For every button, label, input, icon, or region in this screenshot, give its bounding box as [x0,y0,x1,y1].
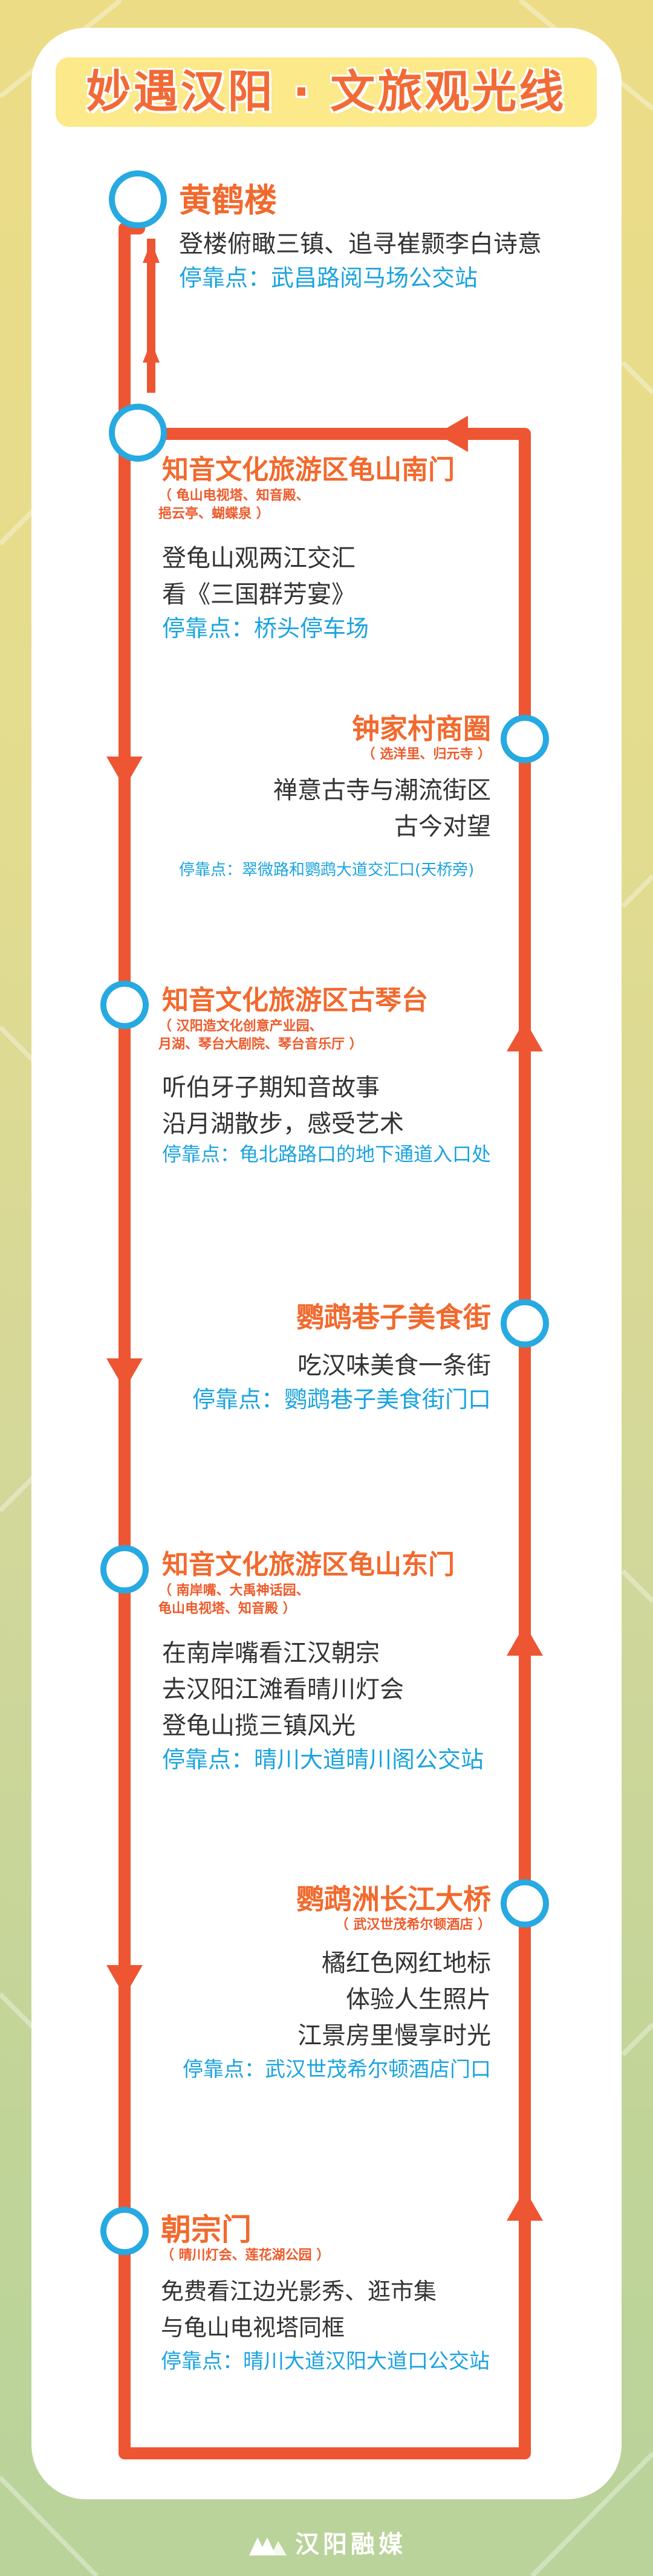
arrow-up-icon [507,2189,543,2221]
hanyang-media-logo-icon [249,2537,287,2555]
stop-description: 吃汉味美食一条街 [297,1352,491,1380]
stop-description: 古今对望 [394,813,491,841]
stop-guishan-south: 知音文化旅游区龟山南门 （ 龟山电视塔、知音殿、 挹云亭、蝴蝶泉 ） 登龟山观两… [158,453,455,644]
stop-subtitle: （ 武汉世茂希尔顿酒店 ） [335,1917,491,1932]
stop-description: 沿月湖散步，感受艺术 [162,1110,404,1138]
stop-huanghelou: 黄鹤楼 登楼俯瞰三镇、追寻崔颢李白诗意 停靠点：武昌路阅马场公交站 [179,181,542,294]
stop-location: 停靠点：鹦鹉巷子美食街门口 [192,1386,491,1413]
arrow-left-icon [437,416,468,452]
stop-subtitle: （ 选洋里、归元寺 ） [362,747,491,762]
stop-description: 江景房里慢享时光 [297,2022,491,2050]
stop-subtitle: （ 汉阳造文化创意产业园、 月湖、琴台大剧院、琴台音乐厅 ） [158,1019,363,1052]
stop-node-guishan-east [100,1545,149,1593]
stop-description: 橘红色网红地标 [322,1949,491,1977]
stop-node-huanghelou [109,170,167,228]
stop-node-guqintai [100,981,149,1029]
stop-guishan-east: 知音文化旅游区龟山东门 （ 南岸嘴、大禹神话园、 龟山电视塔、知音殿 ） 在南岸… [158,1548,484,1775]
footer-logo: 汉阳融媒 [0,2525,653,2560]
stop-name: 黄鹤楼 [179,181,277,219]
stop-node-yingwu-alley [501,1299,549,1348]
stop-guqintai: 知音文化旅游区古琴台 （ 汉阳造文化创意产业园、 月湖、琴台大剧院、琴台音乐厅 … [158,984,492,1166]
stop-location: 停靠点：桥头停车场 [162,615,369,642]
stop-name: 朝宗门 [161,2212,252,2247]
arrow-down-icon [106,1358,143,1390]
arrow-up-icon [507,1020,543,1051]
stop-location: 停靠点：晴川大道汉阳大道口公交站 [161,2349,490,2374]
stop-node-zhongjiacun [501,715,549,763]
arrow-up-small-icon [143,341,160,363]
stop-description: 看《三国群芳宴》 [162,581,356,608]
stop-description: 禅意古寺与潮流街区 [273,776,491,804]
arrow-up-small-icon [143,242,160,263]
stop-description: 登龟山揽三镇风光 [162,1712,356,1740]
stop-name: 知音文化旅游区古琴台 [162,985,428,1016]
stop-node-chaozongmen [100,2207,149,2255]
stop-description: 去汉阳江滩看晴川灯会 [162,1676,404,1703]
stop-name: 知音文化旅游区龟山东门 [162,1549,455,1580]
stop-zhongjiacun: 钟家村商圈 （ 选洋里、归元寺 ） 禅意古寺与潮流街区 古今对望 [273,712,491,845]
stop-subtitle: （ 龟山电视塔、知音殿、 挹云亭、蝴蝶泉 ） [158,488,310,521]
page-title: 妙遇汉阳 · 文旅观光线 [86,66,567,118]
stop-name: 钟家村商圈 [352,712,491,745]
stop-subtitle: （ 晴川灯会、莲花湖公园 ） [161,2248,330,2263]
stop-description: 与龟山电视塔同框 [161,2314,345,2341]
footer-logo-text: 汉阳融媒 [295,2531,406,2558]
stop-name: 鹦鹉洲长江大桥 [296,1883,491,1916]
title-plate [56,57,597,127]
stop-description: 登龟山观两江交汇 [162,544,356,572]
stop-zhongjiacun-location: 停靠点：翠微路和鹦鹉大道交汇口(天桥旁) [179,858,474,882]
stop-location: 停靠点：武昌路阅马场公交站 [179,265,478,291]
stop-node-guishan-south [109,404,167,462]
stop-description: 登楼俯瞰三镇、追寻崔颢李白诗意 [179,230,542,258]
stop-name: 知音文化旅游区龟山南门 [162,454,455,485]
stop-subtitle: （ 南岸嘴、大禹神话园、 龟山电视塔、知音殿 ） [158,1583,310,1616]
stop-description: 在南岸嘴看江汉朝宗 [162,1639,380,1667]
stop-location: 停靠点：晴川大道晴川阁公交站 [162,1746,484,1773]
stop-yingwuzhou-bridge: 鹦鹉洲长江大桥 （ 武汉世茂希尔顿酒店 ） 橘红色网红地标 体验人生照片 江景房… [183,1882,491,2085]
stop-name: 鹦鹉巷子美食街 [296,1301,491,1334]
stop-chaozongmen: 朝宗门 （ 晴川灯会、莲花湖公园 ） 免费看江边光影秀、逛市集 与龟山电视塔同框… [161,2213,490,2377]
stop-node-yingwuzhou-bridge [501,1879,549,1928]
stop-description: 体验人生照片 [346,1986,491,2013]
arrow-up-icon [507,1624,543,1656]
stop-location: 停靠点：武汉世茂希尔顿酒店门口 [183,2058,491,2082]
stop-location: 停靠点：翠微路和鹦鹉大道交汇口(天桥旁) [179,861,475,879]
stop-yingwu-alley: 鹦鹉巷子美食街 吃汉味美食一条街 停靠点：鹦鹉巷子美食街门口 [192,1300,491,1415]
arrow-down-icon [106,1965,143,1997]
arrow-down-icon [106,757,143,788]
stop-location: 停靠点：龟北路路口的地下通道入口处 [162,1143,492,1166]
stop-description: 免费看江边光影秀、逛市集 [161,2278,437,2305]
stop-description: 听伯牙子期知音故事 [162,1074,380,1102]
